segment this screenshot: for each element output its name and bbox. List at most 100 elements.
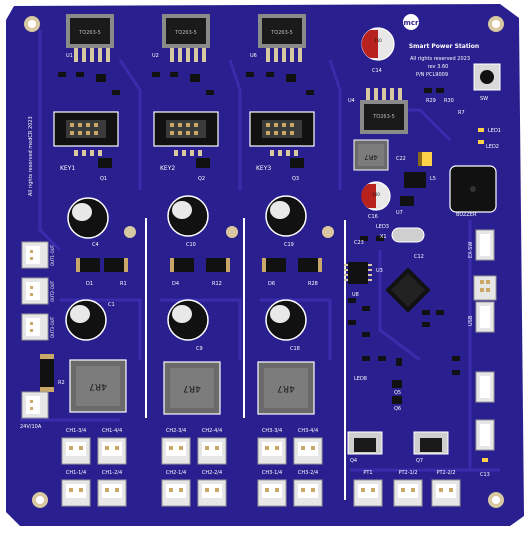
inductor-l2-marking: 4R7	[183, 383, 201, 393]
cap-c18-ref: C18	[290, 346, 300, 352]
bottom-connector-label: PT1	[363, 470, 372, 476]
regulator-u4-ref: U4	[348, 98, 355, 104]
side-connector-label: OUT1-OUT	[50, 244, 55, 266]
label-ex-sw: EX-SW	[468, 242, 474, 258]
regulator-u4-marking: TO263-5	[372, 114, 395, 120]
ic-u3: U3	[344, 262, 383, 284]
channel-dividers	[145, 218, 346, 500]
bottom-connector-label: CH2-3/4	[166, 428, 186, 434]
bottom-connector-label: CH1-2/4	[102, 470, 122, 476]
bottom-connector-label: CH1-4/4	[102, 428, 122, 434]
regulator-u6: TO263-5 U6	[250, 14, 306, 62]
label-r2: R2	[58, 380, 65, 386]
cap-c1: C1	[65, 299, 115, 341]
resistor-r2-pad-top	[40, 354, 54, 359]
trace-layer	[20, 30, 500, 472]
regulator-u6-ref: U6	[250, 53, 257, 59]
inductor-l3: 4R7	[257, 361, 315, 415]
crystal-x1: X1	[380, 227, 425, 243]
label-r12: R12	[212, 281, 222, 287]
board-pn: P/N PCL9009	[416, 72, 448, 78]
key-header-1: KEY1 Q1	[53, 111, 119, 182]
regulator-u1: TO263-5 U1	[66, 14, 114, 62]
bottom-connector: CH1-2/4	[97, 470, 127, 507]
mounting-holes	[24, 16, 504, 508]
board-logo-text: mcr	[404, 19, 419, 27]
bottom-connectors: CH1-3/4 CH1-4/4 CH2-3/4 CH2-4/4 CH3-3/4 CH3-4…	[61, 428, 461, 507]
bottom-connector: CH1-3/4	[61, 428, 91, 465]
label-u8: U8	[352, 292, 359, 298]
label-led2: LED2	[486, 144, 499, 150]
cap-c10-ref: C10	[186, 242, 196, 248]
label-led1: LED1	[488, 128, 501, 134]
key-2-ref: KEY2	[160, 165, 175, 172]
label-c12: C12	[414, 254, 424, 260]
ic-u7	[400, 196, 414, 206]
connector-right-4	[475, 419, 495, 451]
board-title: Smart Power Station	[409, 43, 479, 50]
bottom-connector: CH2-4/4	[197, 428, 227, 465]
bottom-connector-label: PT2-2/2	[436, 470, 455, 476]
transistor-q4: Q4	[347, 431, 383, 464]
bottom-connector: PT2-1/2	[393, 470, 423, 507]
bottom-connector-label: PT2-1/2	[398, 470, 417, 476]
board-rev: rev 3.60	[428, 64, 449, 70]
cap-c9-ref: C9	[196, 346, 203, 352]
board-rights: All rights reserved 2023	[410, 56, 470, 62]
bottom-connector: CH2-1/4	[161, 470, 191, 507]
regulator-u2-marking: TO263-5	[174, 30, 197, 36]
label-d6: D6	[268, 281, 275, 287]
cap-c14: 150 C14	[361, 27, 395, 74]
bottom-connector-label: CH1-1/4	[66, 470, 86, 476]
transistor-q7: Q7	[413, 431, 449, 464]
side-connector-label: OUT3-OUT	[50, 316, 55, 338]
key-1-q: Q1	[100, 176, 107, 182]
diode-row	[76, 258, 322, 272]
regulator-u1-marking: TO263-5	[78, 30, 101, 36]
bottom-connector-label: CH2-1/4	[166, 470, 186, 476]
inductor-l3-marking: 4R7	[277, 383, 295, 393]
label-r30: R30	[444, 98, 454, 104]
label-r1: R1	[120, 281, 127, 287]
regulator-u2-ref: U2	[152, 53, 159, 59]
connector-usb: USB	[468, 301, 495, 333]
label-c22: C22	[396, 156, 406, 162]
side-connector-label: OUT2-OUT	[50, 280, 55, 302]
bottom-connector: CH3-2/4	[293, 470, 323, 507]
label-u3: U3	[376, 268, 383, 274]
bottom-connector: CH3-1/4	[257, 470, 287, 507]
bottom-connector: PT1	[353, 470, 383, 507]
bottom-connector-label: CH2-4/4	[202, 428, 222, 434]
label-sw: SW	[480, 96, 488, 102]
label-q4: Q4	[350, 458, 357, 464]
label-c13: C13	[480, 472, 490, 478]
cap-c19-ref: C19	[284, 242, 294, 248]
bottom-connector-label: CH2-2/4	[202, 470, 222, 476]
label-d1: D1	[86, 281, 93, 287]
cap-c19: C19	[265, 195, 307, 248]
cap-c14-ref: C14	[372, 68, 382, 74]
bottom-connector: PT2-2/2	[431, 470, 461, 507]
label-d4: D4	[172, 281, 179, 287]
bottom-connector: CH3-3/4	[257, 428, 287, 465]
cap-c16-ref: C16	[368, 214, 378, 220]
label-buzzer: BUZZER	[456, 212, 477, 218]
side-connector: OUT2-OUT	[21, 277, 55, 305]
inductor-l5	[404, 172, 426, 188]
resistor-r2	[40, 358, 54, 388]
inductor-l1: 4R7	[69, 359, 127, 413]
connector-prog	[473, 275, 497, 301]
inductor-l2: 4R7	[163, 361, 221, 415]
key-header-3: KEY3 Q3	[249, 111, 315, 182]
key-3-q: Q3	[292, 176, 299, 182]
label-q6: Q6	[394, 406, 401, 412]
inductor-l4: 4R7	[353, 139, 389, 171]
cap-c4: C4	[67, 197, 109, 248]
inductor-l4-marking: 4R7	[364, 153, 378, 161]
bottom-connector-label: CH3-4/4	[298, 428, 318, 434]
cap-c16-marking: 100	[372, 192, 380, 197]
label-r29: R29	[426, 98, 436, 104]
label-c23: C23	[354, 240, 364, 246]
label-r28: R28	[308, 281, 318, 287]
